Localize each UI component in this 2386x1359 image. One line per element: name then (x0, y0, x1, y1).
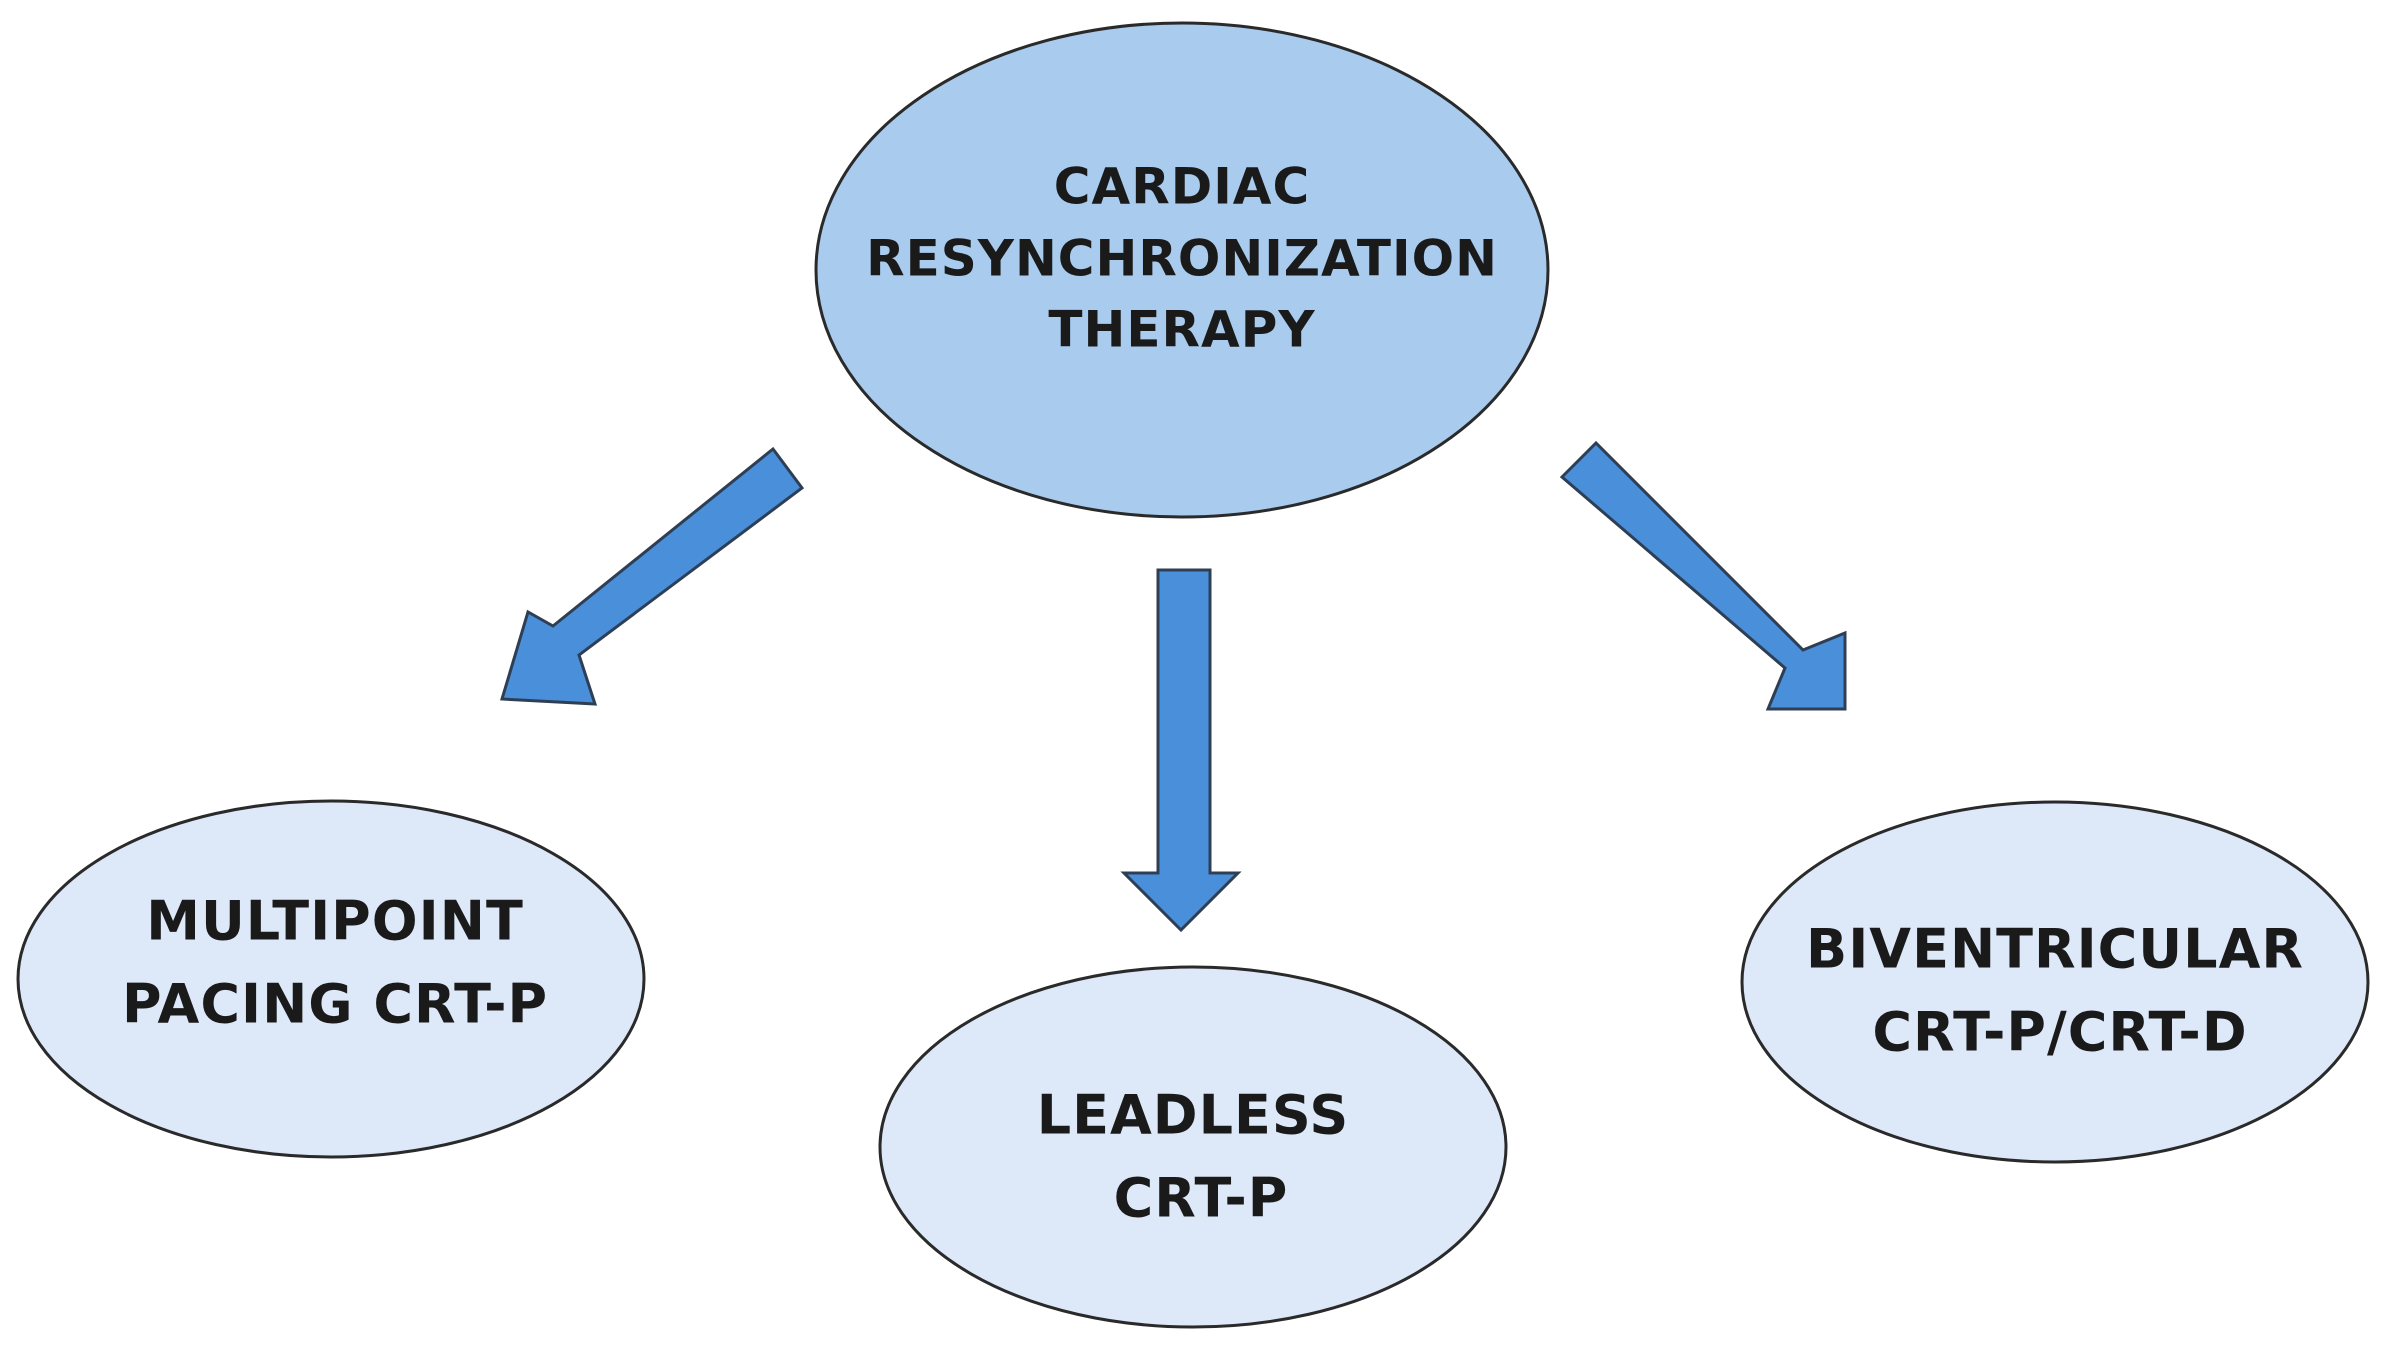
root-label-line-3: THERAPY (1048, 301, 1315, 359)
root-label-line-2: RESYNCHRONIZATION (866, 230, 1498, 288)
biventricular-ellipse (1740, 800, 2370, 1164)
multipoint-label-line-1: MULTIPOINT (146, 890, 524, 953)
leadless-label-line-1: LEADLESS (1037, 1084, 1350, 1147)
root-label-line-1: CARDIAC (1054, 158, 1310, 216)
multipoint-ellipse (16, 799, 646, 1159)
node-leadless: LEADLESS CRT-P (878, 965, 1508, 1329)
biventricular-label-line-1: BIVENTRICULAR (1806, 918, 2304, 981)
arrow-to-leadless (1120, 568, 1242, 933)
arrow-to-biventricular (1559, 440, 1847, 711)
multipoint-label-line-2: PACING CRT-P (122, 973, 548, 1036)
leadless-label-line-2: CRT-P (1114, 1167, 1289, 1230)
arrow-to-multipoint (500, 446, 805, 706)
biventricular-label-line-2: CRT-P/CRT-D (1872, 1001, 2247, 1064)
root-ellipse (814, 21, 1550, 519)
node-multipoint: MULTIPOINT PACING CRT-P (16, 799, 646, 1159)
root-node: CARDIAC RESYNCHRONIZATION THERAPY (814, 21, 1550, 519)
leadless-ellipse (878, 965, 1508, 1329)
node-biventricular: BIVENTRICULAR CRT-P/CRT-D (1740, 800, 2370, 1164)
